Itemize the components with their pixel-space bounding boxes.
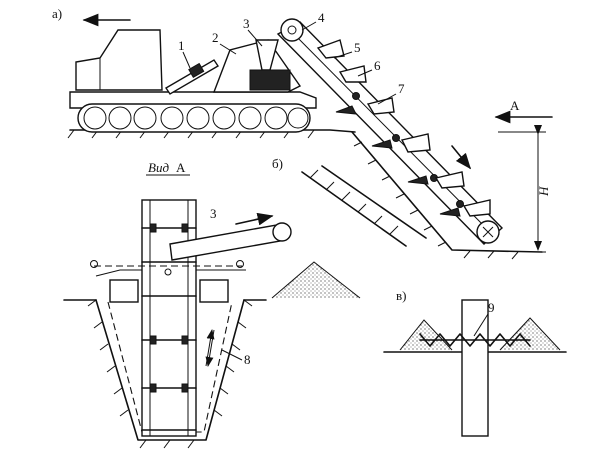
- arrow-a-label: А: [510, 98, 520, 113]
- view-a-section: Вид А: [63, 160, 361, 449]
- part-a-label: а): [52, 6, 62, 21]
- digging-direction-arrow: [451, 145, 472, 170]
- bucket-chain-front: [141, 199, 197, 437]
- spoil-pile: [272, 262, 360, 298]
- view-label: Вид: [148, 160, 169, 175]
- callout-4: 4: [318, 10, 325, 25]
- screw-conveyor: [419, 333, 531, 347]
- part-b-label: б): [272, 156, 283, 171]
- hydraulic-cylinder: [165, 59, 219, 95]
- callout-9: 9: [488, 300, 495, 315]
- tractor-cab: [75, 29, 163, 91]
- bucket-chain-boom: [276, 18, 504, 245]
- drive-sprocket: [280, 18, 304, 42]
- pile-detail: в) 9: [383, 288, 567, 437]
- track-rollers: [83, 106, 309, 130]
- side-view: а): [52, 6, 553, 260]
- trench-profile: [95, 299, 245, 441]
- callout-5: 5: [354, 40, 361, 55]
- callout-6: 6: [374, 58, 381, 73]
- callout-3: 3: [243, 16, 250, 31]
- callout-7: 7: [398, 81, 405, 96]
- callout-8: 8: [244, 352, 251, 367]
- transverse-conveyor-top: [249, 69, 291, 91]
- callout-1: 1: [178, 38, 185, 53]
- callout-2: 2: [212, 30, 219, 45]
- view-letter: А: [176, 160, 186, 175]
- callout-3b: 3: [210, 206, 217, 221]
- slope-hatch: [353, 141, 519, 260]
- slope-detail: б): [272, 156, 427, 247]
- height-label: Н: [536, 186, 551, 197]
- trench-slope: [351, 131, 543, 253]
- part-v-label: в): [396, 288, 406, 303]
- vertical-post: [461, 299, 489, 437]
